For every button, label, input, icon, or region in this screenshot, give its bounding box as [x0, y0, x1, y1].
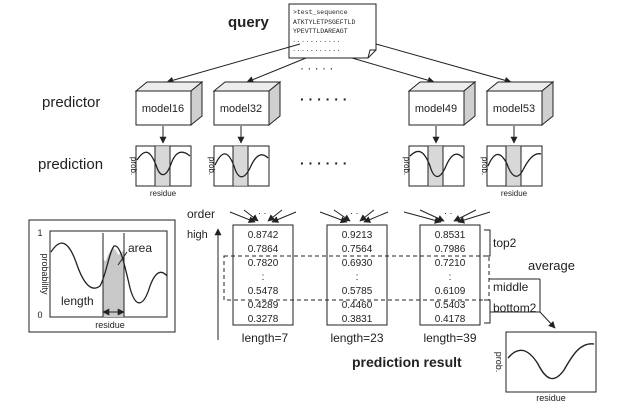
average-label: average — [528, 258, 575, 273]
model-label-4: model53 — [493, 103, 535, 115]
score-cell: 0.7864 — [248, 244, 279, 255]
score-cell: 0.3278 — [248, 314, 279, 325]
bottom2-brace — [484, 299, 491, 324]
score-cell: 0.8531 — [435, 230, 466, 241]
score-column-1: 0.8742 0.7864 0.7820 : 0.5478 0.4289 0.3… — [232, 224, 294, 345]
top2-brace — [484, 229, 491, 257]
score-cell: 0.4460 — [342, 300, 373, 311]
prediction-plot-1: prob. residue — [129, 145, 192, 198]
score-cell: 0.5403 — [435, 300, 466, 311]
column-length-label: length=23 — [330, 331, 383, 345]
query-dots-1: . . . . . . . . . . . — [293, 35, 340, 44]
score-cell: 0.3831 — [342, 314, 373, 325]
score-cell: : — [262, 272, 265, 283]
inset-length-label: length — [61, 294, 94, 308]
model-label-3: model49 — [415, 103, 457, 115]
inset-y-bottom: 0 — [37, 310, 42, 320]
score-column-3: 0.8531 0.7986 0.7210 : 0.6109 0.5403 0.4… — [419, 224, 481, 345]
inset-x-label: residue — [95, 320, 125, 330]
svg-text:· ·: · · — [444, 208, 453, 218]
score-cell: 0.6109 — [435, 286, 466, 297]
middle-label: middle — [493, 280, 529, 294]
score-column-2: 0.9213 0.7564 0.6930 : 0.5785 0.4460 0.3… — [326, 224, 388, 345]
plot-3-y-label: prob. — [402, 157, 411, 175]
bottom2-label: bottom2 — [493, 301, 537, 315]
prediction-plot-4: prob. residue — [480, 145, 543, 198]
inset-area-label: area — [128, 241, 152, 255]
score-cell: : — [449, 272, 452, 283]
prediction-result-label: prediction result — [352, 354, 462, 370]
model-box-1: model16 — [134, 80, 204, 127]
model-box-4: model53 — [485, 80, 555, 127]
plot-1-y-label: prob. — [129, 157, 138, 175]
prediction-plot-3: prob. — [402, 145, 465, 187]
score-cell: 0.4289 — [248, 300, 279, 311]
model-box-2: model32 — [212, 80, 282, 127]
plot-4-y-label: prob. — [480, 157, 489, 175]
query-line-3: YPEVTTLDAREAGT — [293, 28, 348, 35]
plot-2-y-label: prob. — [207, 157, 216, 175]
score-cell: : — [356, 272, 359, 283]
plot-ellipsis: · · · · · · — [300, 155, 347, 171]
query-line-1: >test_sequence — [293, 9, 348, 16]
order-label: order — [187, 207, 215, 221]
prediction-label: prediction — [38, 156, 103, 173]
score-cell: 0.7986 — [435, 244, 466, 255]
score-cell: 0.6930 — [342, 258, 373, 269]
query-dots-2: . . . . . . . . . . . — [293, 44, 340, 53]
svg-text:· ·: · · — [258, 208, 267, 218]
result-y-label: prob. — [494, 352, 504, 373]
score-cell: 0.7564 — [342, 244, 373, 255]
query-ellipsis: · · · · · — [300, 61, 333, 75]
plot-4-x-label: residue — [501, 189, 528, 198]
high-label: high — [187, 229, 208, 241]
middle-band — [223, 255, 490, 301]
model-label-1: model16 — [142, 103, 184, 115]
score-cell: 0.7820 — [248, 258, 279, 269]
inset-plot: 1 0 probability area length residue — [28, 219, 176, 333]
average-arrow — [490, 311, 556, 329]
top2-label: top2 — [493, 236, 517, 250]
score-cell: 0.7210 — [435, 258, 466, 269]
query-line-2: ATKTYLETPSGEFTLD — [293, 19, 356, 26]
prediction-plot-2: prob. — [207, 145, 270, 187]
query-document: >test_sequence ATKTYLETPSGEFTLD YPEVTTLD… — [288, 3, 377, 59]
arrow-query-model53 — [375, 43, 512, 84]
merge-arrows-col2: · · — [319, 208, 389, 224]
model-ellipsis: · · · · · · — [300, 91, 347, 107]
inset-area-pointer — [117, 251, 128, 266]
score-cell: 0.9213 — [342, 230, 373, 241]
arrow-query-model16 — [166, 43, 301, 84]
score-cell: 0.4178 — [435, 314, 466, 325]
svg-text:· ·: · · — [350, 208, 359, 218]
score-cell: 0.5478 — [248, 286, 279, 297]
model-label-2: model32 — [220, 103, 262, 115]
inset-y-top: 1 — [37, 228, 42, 238]
arrow-query-model32 — [246, 57, 307, 83]
merge-arrows-col3: · · — [403, 208, 491, 224]
merge-arrows-col1: · · — [229, 208, 297, 223]
inset-y-label: probability — [40, 253, 50, 295]
plot-1-x-label: residue — [150, 189, 177, 198]
result-plot: prob. residue — [494, 331, 597, 403]
query-label: query — [228, 14, 270, 31]
column-length-label: length=39 — [423, 331, 476, 345]
predictor-label: predictor — [42, 94, 100, 111]
result-x-label: residue — [536, 393, 566, 403]
column-length-label: length=7 — [242, 331, 289, 345]
score-cell: 0.5785 — [342, 286, 373, 297]
score-cell: 0.8742 — [248, 230, 279, 241]
arrow-query-model49 — [351, 57, 435, 84]
model-box-3: model49 — [407, 80, 477, 127]
